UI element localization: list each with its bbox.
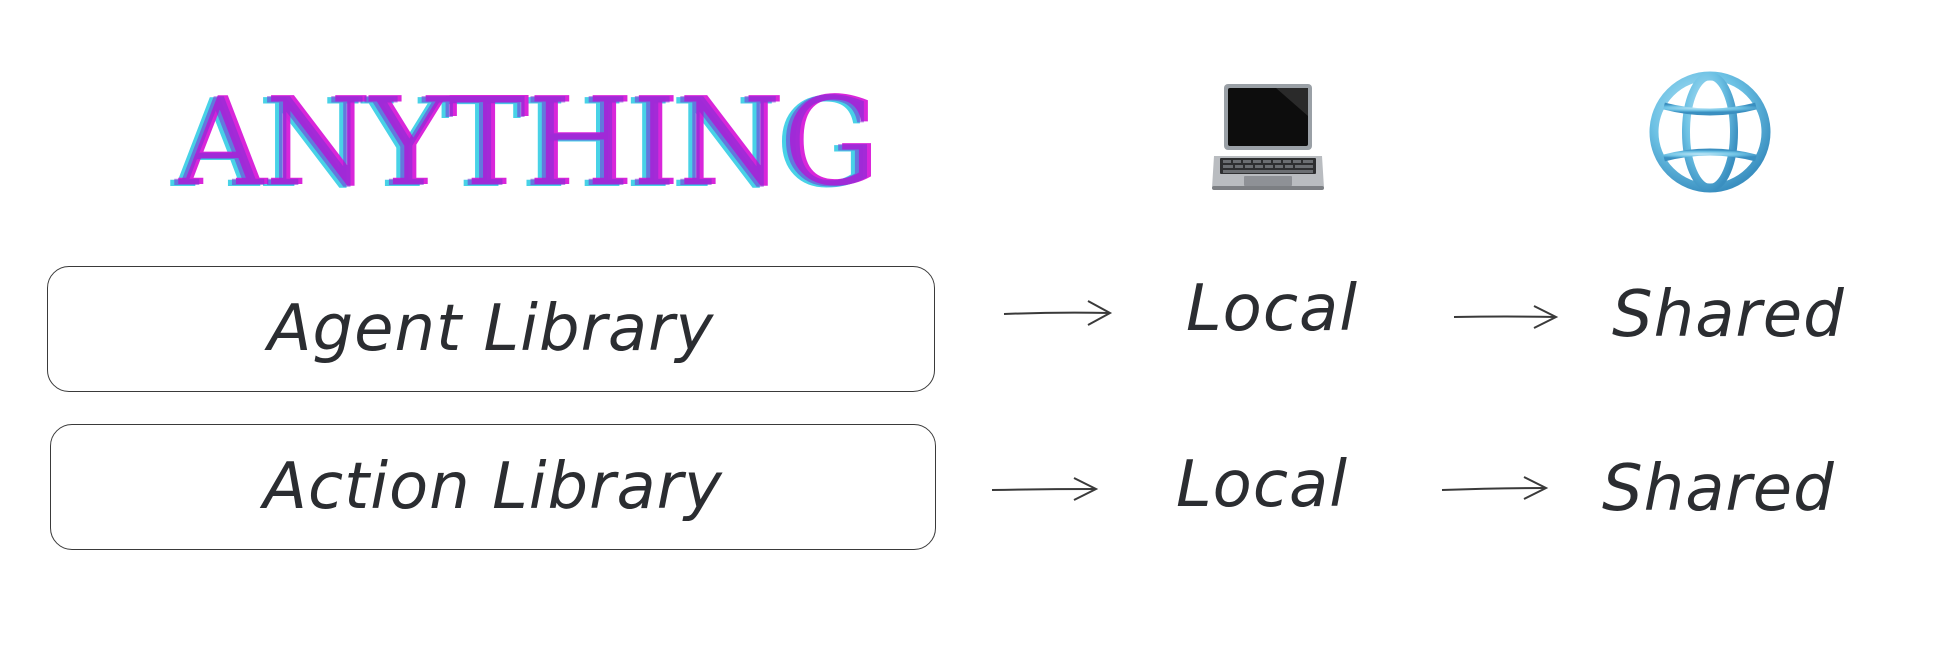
arrow-agent-to-local — [1002, 298, 1114, 328]
arrow-action-to-local — [990, 474, 1102, 504]
action-local-label: Local — [1176, 448, 1348, 522]
arrow-action-local-to-shared — [1440, 474, 1552, 504]
agent-library-box[interactable]: Agent Library — [47, 266, 935, 392]
agent-shared-label: Shared — [1612, 278, 1845, 352]
anything-logo: ANYTHING ANYTHING ANYTHING — [170, 71, 881, 215]
action-library-box[interactable]: Action Library — [50, 424, 936, 550]
globe-icon — [1648, 70, 1772, 194]
action-library-label: Action Library — [263, 450, 723, 524]
logo-magenta-layer: ANYTHING — [178, 71, 879, 213]
logo-cyan-layer: ANYTHING — [170, 73, 871, 215]
logo-main-text: ANYTHING — [174, 72, 875, 214]
laptop-icon — [1206, 76, 1330, 200]
agent-library-label: Agent Library — [267, 292, 715, 366]
agent-local-label: Local — [1186, 272, 1358, 346]
action-shared-label: Shared — [1602, 452, 1835, 526]
arrow-agent-local-to-shared — [1452, 302, 1564, 332]
